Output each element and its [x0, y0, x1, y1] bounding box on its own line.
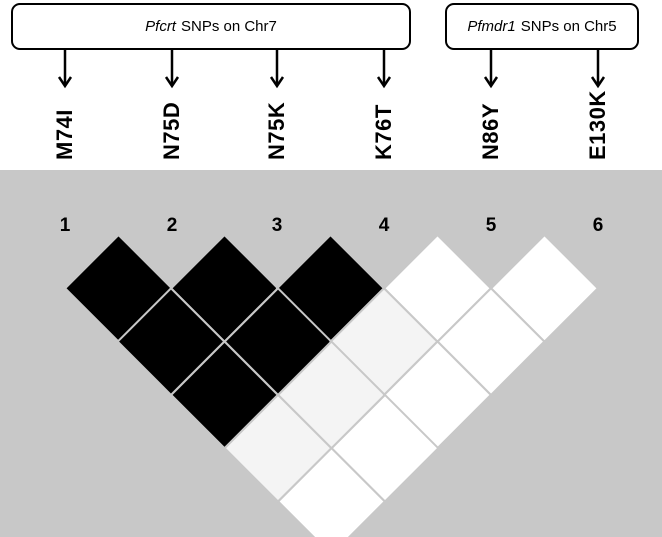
snp-arrowhead-4	[376, 76, 392, 89]
snp-arrowhead-5	[483, 76, 499, 89]
snp-arrowhead-1	[57, 76, 73, 89]
snp-label-3: N75K	[264, 101, 289, 160]
snp-label-5: N86Y	[478, 102, 503, 160]
pfmdr1-group-suffix: SNPs on Chr5	[520, 18, 617, 35]
pfcrt-group-box: Pfcrt SNPs on Chr7	[11, 3, 411, 50]
snp-index-5: 5	[485, 215, 497, 236]
snp-index-6: 6	[592, 215, 604, 236]
snp-label-1: M74I	[52, 109, 77, 160]
snp-label-2: N75D	[159, 101, 184, 160]
snp-index-1: 1	[59, 215, 71, 236]
pfcrt-group-suffix: SNPs on Chr7	[180, 18, 277, 35]
snp-label-4: K76T	[371, 104, 396, 160]
pfmdr1-group-box: Pfmdr1 SNPs on Chr5	[445, 3, 639, 50]
ld-cell-1-6	[276, 446, 387, 537]
snp-index-2: 2	[166, 215, 178, 236]
pfcrt-gene-name: Pfcrt	[145, 18, 176, 35]
snp-arrowhead-6	[590, 76, 606, 89]
snp-arrowhead-3	[269, 76, 285, 89]
pfmdr1-gene-name: Pfmdr1	[467, 18, 516, 35]
snp-label-6: E130K	[585, 90, 610, 160]
snp-index-4: 4	[378, 215, 390, 236]
snp-arrowhead-2	[164, 76, 180, 89]
snp-index-3: 3	[271, 215, 283, 236]
